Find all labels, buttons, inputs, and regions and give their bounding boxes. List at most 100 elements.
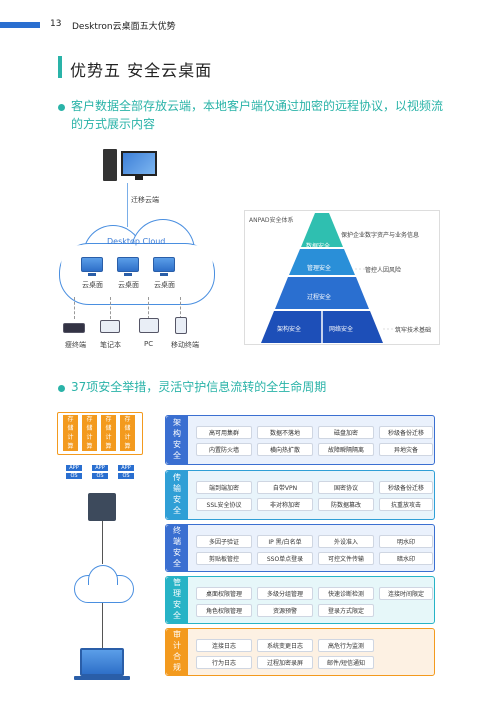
security-measure-tag: 防数据篡改 — [318, 498, 374, 511]
connection-line — [148, 297, 149, 319]
security-measure-tag: 高危行为监测 — [318, 639, 374, 652]
security-measure-tag: 邮件/短信通知 — [318, 656, 374, 669]
security-measure-tag: 过程加密录屏 — [257, 656, 313, 669]
cloud-icon — [74, 575, 134, 603]
cloud-icon-bump — [88, 565, 118, 585]
bullet-1-line-2: 的方式展示内容 — [71, 117, 156, 131]
security-measure-tag: 秒级备份迁移 — [379, 426, 433, 439]
bullet-dot-1 — [58, 104, 65, 111]
stack-text: 储 — [67, 425, 74, 432]
security-measure-tag: 连接时间限定 — [379, 587, 433, 600]
security-layer-name: 传输安全 — [172, 473, 182, 517]
connection-line — [110, 297, 111, 319]
security-measure-tag: 端到端加密 — [196, 481, 252, 494]
section-accent-bar — [58, 56, 62, 78]
cloud-desktop-icon — [153, 257, 175, 272]
section-title: 优势五 安全云桌面 — [70, 61, 213, 80]
security-layer-label: 审计合规 — [166, 629, 188, 675]
device-label-mobile: 移动终端 — [171, 341, 199, 349]
pc-tower-icon — [103, 149, 117, 181]
laptop-screen-icon — [80, 648, 124, 676]
page-number: 13 — [50, 19, 62, 29]
migrate-arrow — [127, 183, 128, 227]
device-label-laptop: 笔记本 — [100, 341, 121, 349]
security-measure-tag: 横向热扩散 — [257, 443, 313, 456]
anpad-pyramid: ANPAD安全体系 数据安全 管理安全 过程安全 架构安全 网络安全 保护企业数… — [244, 210, 440, 345]
security-measure-tag: 外设准入 — [318, 535, 374, 548]
migrate-label: 迁移云端 — [131, 196, 159, 204]
stack-text: 算 — [86, 443, 93, 450]
security-layer-row: 审计合规 连接日志系统变更日志高危行为监测行为日志过程加密录屏邮件/短信通知 — [165, 628, 435, 676]
security-measure-tag: 国密协议 — [318, 481, 374, 494]
header-accent-bar — [0, 22, 40, 28]
cloud-desktop-label-2: 云桌面 — [118, 281, 139, 289]
security-layer-row: 管理安全桌面权限管理多级分组管理快速诊断检测连接时间限定角色权限管理资源预警登录… — [165, 576, 435, 624]
pyramid-note-top: 保护企业数字资产与业务信息 — [341, 232, 420, 239]
laptop-icon — [100, 320, 120, 333]
pc-icon — [139, 318, 159, 333]
security-measure-tag: 非对称加密 — [257, 498, 313, 511]
security-measure-tag: 行为日志 — [196, 656, 252, 669]
security-layer-label: 传输安全 — [166, 471, 188, 519]
pyramid-level-data — [301, 213, 343, 247]
app-label: APP — [66, 465, 82, 471]
security-layer-label: 管理安全 — [166, 577, 188, 623]
stack-text: 算 — [67, 443, 74, 450]
security-layer-row: 架构安全高可用集群数据不落地磁盘加密秒级备份迁移内置防火墙横向热扩散故障瞬隔隔离… — [165, 415, 435, 465]
security-layer-name: 架构安全 — [172, 418, 182, 462]
security-measure-tag: 暗水印 — [379, 552, 433, 565]
security-measure-tag: 系统变更日志 — [257, 639, 313, 652]
security-layer-label: 架构安全 — [166, 416, 188, 464]
pc-monitor-icon — [121, 151, 157, 176]
pyramid-level-label-architecture: 架构安全 — [277, 326, 302, 333]
storage-compute-box: 存储计算 — [101, 415, 116, 451]
stack-text: 算 — [105, 443, 112, 450]
security-measure-tag: 秒级备份迁移 — [379, 481, 433, 494]
pyramid-note-bottom: 筑牢技术基础 — [395, 327, 432, 334]
storage-compute-box: 存储计算 — [120, 415, 135, 451]
security-layer-name: 审计合规 — [172, 630, 182, 674]
bullet-dot-2 — [58, 385, 65, 392]
storage-compute-box: 存储计算 — [82, 415, 97, 451]
security-measure-tag: 多因子验证 — [196, 535, 252, 548]
device-label-pc: PC — [144, 340, 154, 348]
pyramid-level-management — [289, 249, 355, 275]
pyramid-level-label-network: 网络安全 — [329, 326, 354, 333]
stack-text: 存 — [67, 416, 74, 423]
security-measure-tag: SSO单点登录 — [257, 552, 313, 565]
compute-storage-stack — [57, 412, 143, 455]
security-measure-tag: 可控文件传输 — [318, 552, 374, 565]
pyramid-graphic — [261, 213, 395, 343]
stack-text: 储 — [124, 425, 131, 432]
os-label: OS — [66, 473, 82, 479]
cloud-desktop-icon — [81, 257, 103, 272]
network-line — [102, 521, 103, 564]
cloud-desktop-stand — [160, 273, 168, 276]
security-measure-tag: 角色权限管理 — [196, 604, 252, 617]
security-measure-tag: 故障瞬隔隔离 — [318, 443, 374, 456]
header-title: Desktron云桌面五大优势 — [72, 22, 176, 32]
storage-compute-box: 存储计算 — [63, 415, 78, 451]
device-label-thin-client: 瘦终端 — [65, 341, 86, 349]
stack-text: 存 — [124, 416, 131, 423]
security-layer-label: 终端安全 — [166, 525, 188, 571]
pyramid-level-process — [275, 277, 369, 309]
pyramid-title: ANPAD安全体系 — [249, 217, 294, 224]
connection-line — [74, 297, 75, 319]
stack-text: 存 — [105, 416, 112, 423]
security-measure-tag: 多级分组管理 — [257, 587, 313, 600]
security-measure-tag: 剪贴板管控 — [196, 552, 252, 565]
cloud-desktop-icon — [117, 257, 139, 272]
server-icon — [88, 493, 116, 521]
network-line — [102, 603, 103, 648]
stack-text: 储 — [86, 425, 93, 432]
security-measure-tag: 资源预警 — [257, 604, 313, 617]
security-measure-tag: 桌面权限管理 — [196, 587, 252, 600]
pyramid-level-label-management: 管理安全 — [307, 265, 332, 272]
cloud-desktop-stand — [124, 273, 132, 276]
app-label: APP — [118, 465, 134, 471]
security-measure-tag: 连接日志 — [196, 639, 252, 652]
os-label: OS — [92, 473, 108, 479]
